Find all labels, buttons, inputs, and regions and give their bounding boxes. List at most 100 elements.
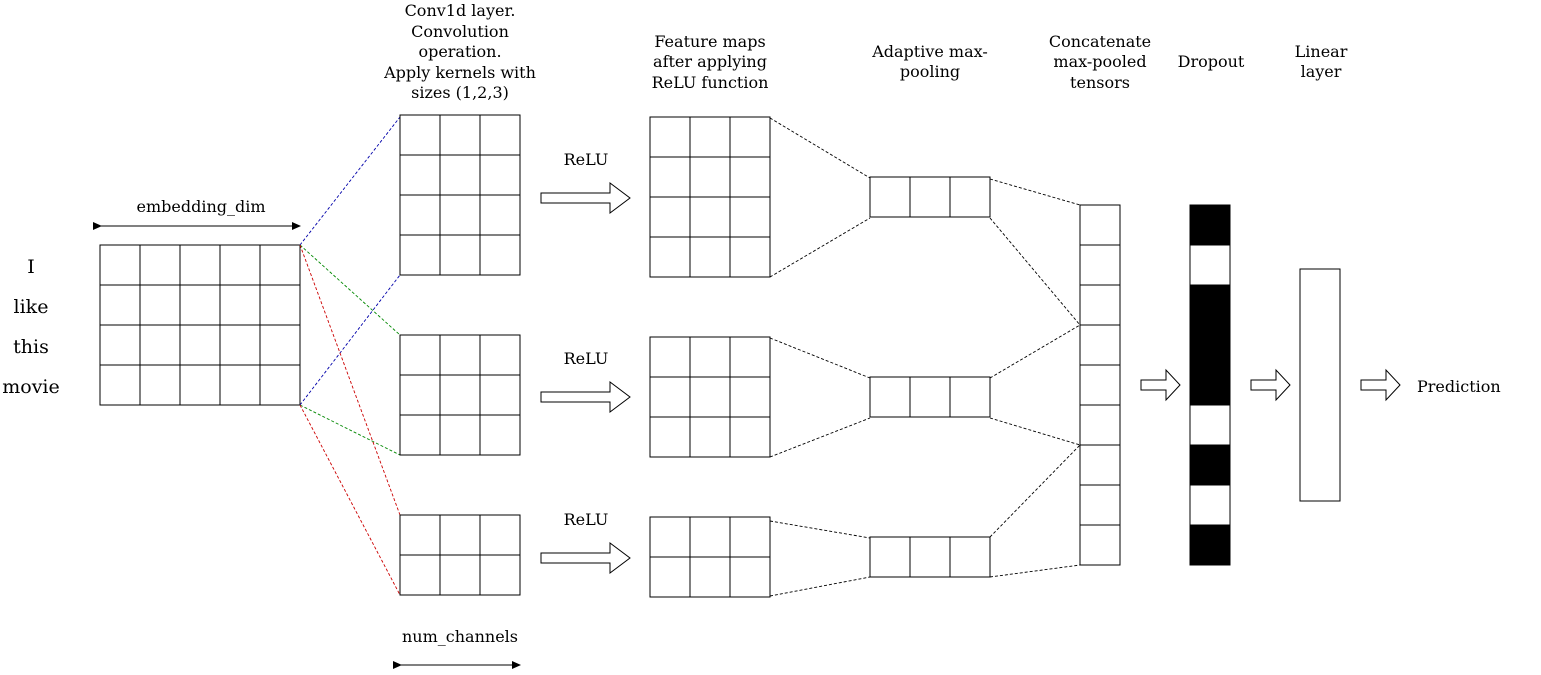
pooling-title-line: pooling: [900, 62, 960, 81]
pooling-connection-line: [769, 417, 871, 458]
relu-arrow: [540, 381, 631, 413]
feature-map-cell: [689, 336, 731, 378]
concat-connection-line: [989, 178, 1081, 206]
conv-cell: [399, 154, 441, 196]
feature-map-cell: [689, 416, 731, 458]
pooling-connection-line: [769, 520, 871, 539]
concat-connection-line: [989, 564, 1081, 578]
conv-cell: [399, 414, 441, 456]
feature-map-cell: [649, 376, 691, 418]
feature-map-cell: [649, 516, 691, 558]
dropout-cell-dropped: [1189, 204, 1231, 246]
conv-output-kernel1: [399, 114, 521, 276]
concat-connection-line: [989, 444, 1081, 538]
concat-connections: [989, 178, 1081, 578]
pooled-vector-1: [869, 176, 991, 218]
feature-map-cell: [729, 156, 771, 198]
conv-cell: [479, 414, 521, 456]
concat-cell: [1079, 324, 1121, 366]
dropout-title: Dropout: [1178, 52, 1245, 71]
kernel3-connection-line: [299, 244, 401, 516]
conv-cell: [439, 234, 481, 276]
concat-cell: [1079, 284, 1121, 326]
concat-cell: [1079, 484, 1121, 526]
pooled-cell: [949, 176, 991, 218]
embedding-cell: [259, 244, 301, 286]
feature-map-cell: [729, 236, 771, 278]
conv-cell: [399, 234, 441, 276]
concat-title-line: tensors: [1070, 73, 1130, 92]
feature-map-cell: [649, 156, 691, 198]
input-words: I like this movie: [2, 256, 60, 398]
input-word: movie: [2, 376, 60, 398]
embedding-cell: [219, 364, 261, 406]
feature-maps-title-line: after applying: [653, 52, 767, 71]
feature-map-cell: [649, 416, 691, 458]
embedding-cell: [259, 364, 301, 406]
feature-map-cell: [689, 236, 731, 278]
kernel-connections: [299, 116, 401, 596]
feature-map-cell: [689, 556, 731, 598]
pooled-cell: [909, 376, 951, 418]
flow-arrow: [1360, 368, 1401, 402]
conv-cell: [439, 334, 481, 376]
feature-map-cell: [729, 516, 771, 558]
embedding-cell: [179, 364, 221, 406]
feature-map-cell: [689, 116, 731, 158]
input-word: I: [27, 256, 35, 278]
input-word: this: [13, 336, 49, 358]
pooled-cell: [949, 536, 991, 578]
conv-cell: [479, 554, 521, 596]
conv-cell: [479, 514, 521, 556]
embedding-cell: [179, 324, 221, 366]
dropout-cell-kept: [1189, 404, 1231, 446]
relu-label: ReLU: [564, 150, 609, 169]
conv-title-line: operation.: [418, 42, 501, 61]
dropout-cell-kept: [1189, 244, 1231, 286]
relu-arrow: [540, 182, 631, 214]
conv-output-kernel2: [399, 334, 521, 456]
feature-maps-title: Feature maps after applying ReLU functio…: [652, 32, 769, 92]
conv-cell: [479, 154, 521, 196]
pooled-vector-3: [869, 536, 991, 578]
pooling-connection-line: [769, 576, 871, 597]
embedding-cell: [259, 284, 301, 326]
conv-cell: [439, 514, 481, 556]
dropout-cell-dropped: [1189, 324, 1231, 366]
embedding-cell: [179, 284, 221, 326]
embedding-cell: [99, 324, 141, 366]
embedding-matrix: [99, 244, 301, 406]
feature-map-cell: [689, 156, 731, 198]
num-channels-label: num_channels: [402, 627, 518, 646]
feature-map-cell: [729, 376, 771, 418]
embedding-cell: [219, 244, 261, 286]
conv-cell: [399, 514, 441, 556]
feature-map-cell: [649, 196, 691, 238]
embedding-cell: [99, 284, 141, 326]
conv-title-line: Conv1d layer.: [405, 1, 516, 20]
pooled-cell: [909, 176, 951, 218]
conv-cell: [479, 234, 521, 276]
conv-cell: [439, 414, 481, 456]
concatenated-vector: [1079, 204, 1121, 566]
conv-output-kernel3: [399, 514, 521, 596]
pooling-connection-line: [769, 217, 871, 278]
feature-map-1: [649, 116, 771, 278]
linear-layer-box: [1299, 268, 1341, 502]
feature-map-cell: [689, 196, 731, 238]
relu-label: ReLU: [564, 510, 609, 529]
embedding-cell: [179, 244, 221, 286]
feature-maps-title-line: ReLU function: [652, 73, 769, 92]
concat-title-line: Concatenate: [1049, 32, 1151, 51]
conv-cell: [479, 194, 521, 236]
pooling-connection-line: [769, 117, 871, 179]
conv-cell: [399, 194, 441, 236]
pooling-connections: [769, 117, 871, 597]
flow-arrow: [1250, 368, 1291, 402]
embedding-cell: [219, 284, 261, 326]
pooling-connection-line: [769, 337, 871, 379]
conv-cell: [439, 114, 481, 156]
concat-connection-line: [989, 417, 1081, 446]
dropout-cell-dropped: [1189, 444, 1231, 486]
